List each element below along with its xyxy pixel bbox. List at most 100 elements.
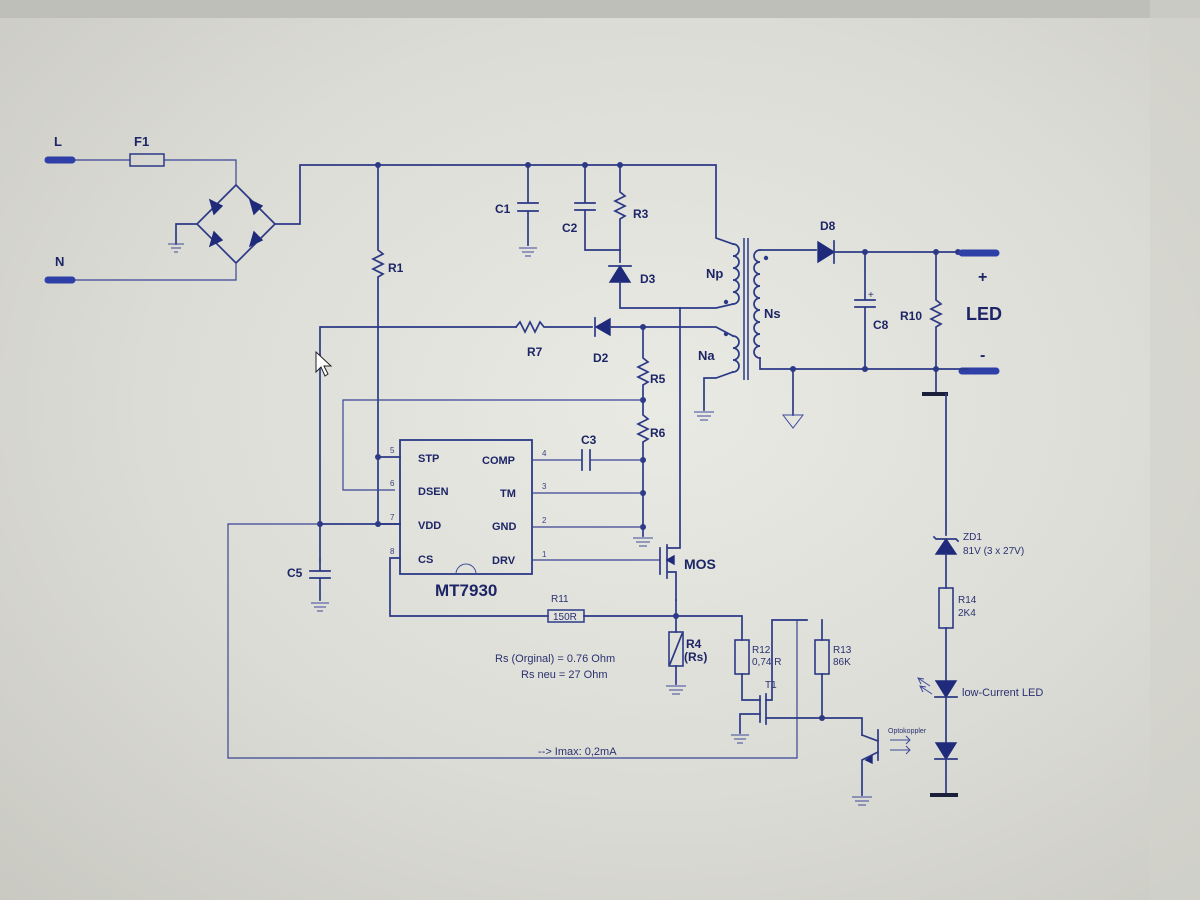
c3-label: C3 xyxy=(581,433,597,447)
imax-note: --> Imax: 0,2mA xyxy=(538,746,617,758)
diode-d3 xyxy=(608,264,681,309)
rs-new-note: Rs neu = 27 Ohm xyxy=(521,669,608,681)
secondary-ground xyxy=(781,368,805,429)
r12-value: 0,74 R xyxy=(752,657,781,668)
pin-8-num: 8 xyxy=(390,547,395,556)
r14-label: R14 xyxy=(958,595,977,606)
pin-tm: TM xyxy=(500,488,516,500)
r11-label: R11 xyxy=(551,594,569,605)
monitor-bezel-top xyxy=(0,0,1200,18)
resistor-r6 xyxy=(636,399,650,537)
pin-stp: STP xyxy=(418,453,439,465)
zener-zd1 xyxy=(932,535,960,589)
aux-wire-right xyxy=(609,326,735,338)
aux-ground xyxy=(694,411,714,421)
resistor-r7 xyxy=(514,320,593,334)
mosfet-mos xyxy=(659,307,681,601)
winding-na xyxy=(732,335,740,373)
d3-label: D3 xyxy=(640,272,656,286)
plus-label: + xyxy=(978,269,987,286)
r4-note: (Rs) xyxy=(684,650,707,664)
r1-label: R1 xyxy=(388,261,404,275)
transformer xyxy=(679,238,769,380)
diode-d2 xyxy=(594,317,611,337)
capacitor-c2 xyxy=(574,164,621,251)
pin-2-num: 2 xyxy=(542,516,547,525)
c1-label: C1 xyxy=(495,202,511,216)
cs-wire xyxy=(389,557,549,617)
monitor-bezel-right xyxy=(1150,0,1200,900)
na-label: Na xyxy=(698,348,715,363)
pin-dsen: DSEN xyxy=(418,486,449,498)
svg-text:+: + xyxy=(868,290,874,301)
optocoupler-transistor xyxy=(852,729,911,806)
live-label: L xyxy=(54,134,62,149)
r6-label: R6 xyxy=(650,426,666,440)
r7-label: R7 xyxy=(527,345,543,359)
r13-label: R13 xyxy=(833,645,852,656)
c8-label: C8 xyxy=(873,318,889,332)
pin-7-num: 7 xyxy=(390,513,395,522)
ic-mt7930-body xyxy=(399,439,533,575)
pin-1-num: 1 xyxy=(542,550,547,559)
resistor-r13 xyxy=(814,639,830,675)
r14-value: 2K4 xyxy=(958,608,976,619)
capacitor-c3 xyxy=(581,449,591,471)
rs-original-note: Rs (Orginal) = 0.76 Ohm xyxy=(495,653,615,665)
optocoupler-label: Optokoppler xyxy=(888,728,927,735)
r10-label: R10 xyxy=(900,309,922,323)
r13-value: 86K xyxy=(833,657,851,668)
led-output-label: LED xyxy=(966,304,1002,324)
dsen-feedback-wire xyxy=(342,399,643,491)
d8-label: D8 xyxy=(820,219,836,233)
pin-drv: DRV xyxy=(492,555,516,567)
r11-value: 150R xyxy=(553,612,577,623)
transistor-t1 xyxy=(731,619,823,744)
r5-label: R5 xyxy=(650,372,666,386)
resistor-r14 xyxy=(938,587,954,629)
low-current-led xyxy=(917,677,958,743)
pin-vdd: VDD xyxy=(418,520,441,532)
winding-ns xyxy=(753,249,761,359)
low-current-led-label: low-Current LED xyxy=(962,687,1043,699)
pin-6-num: 6 xyxy=(390,479,395,488)
resistor-r4 xyxy=(666,631,686,695)
resistor-r5 xyxy=(636,326,650,401)
fuse-label: F1 xyxy=(134,134,149,149)
pin-gnd: GND xyxy=(492,521,517,533)
zd1-label: ZD1 xyxy=(963,532,982,543)
neutral-wire xyxy=(72,264,237,281)
r12-to-t1-wire xyxy=(741,673,761,701)
r4-label: R4 xyxy=(686,637,702,651)
resistor-r1 xyxy=(371,164,385,526)
neutral-label: N xyxy=(55,254,64,269)
mouse-cursor-icon xyxy=(315,350,333,377)
ic-notch xyxy=(455,563,477,575)
pin-4-num: 4 xyxy=(542,449,547,458)
r13-to-opto-wire xyxy=(821,673,863,736)
capacitor-c8: + xyxy=(854,251,876,370)
winding-np xyxy=(732,243,740,305)
resistor-r12 xyxy=(734,639,750,675)
feedback-loop-wire xyxy=(227,523,807,759)
c5-label: C5 xyxy=(287,566,303,580)
resistor-r3 xyxy=(613,164,627,263)
bridge-ground xyxy=(168,243,184,253)
hv-bus xyxy=(377,164,735,246)
mos-label: MOS xyxy=(684,556,716,572)
minus-label: - xyxy=(980,347,985,364)
live-wire xyxy=(72,159,237,185)
c2-label: C2 xyxy=(562,221,578,235)
capacitor-c1 xyxy=(517,164,539,257)
gnd-pin-ground xyxy=(633,537,653,547)
ic-name: MT7930 xyxy=(435,581,497,600)
aux-wire-left xyxy=(319,326,517,356)
pin-3-num: 3 xyxy=(542,482,547,491)
pin-5-num: 5 xyxy=(390,446,395,455)
diode-d8 xyxy=(817,240,836,264)
zd1-value: 81V (3 x 27V) xyxy=(963,546,1024,557)
t1-label: T1 xyxy=(765,680,777,691)
pin-comp: COMP xyxy=(482,455,515,467)
bridge-rectifier xyxy=(175,164,379,265)
